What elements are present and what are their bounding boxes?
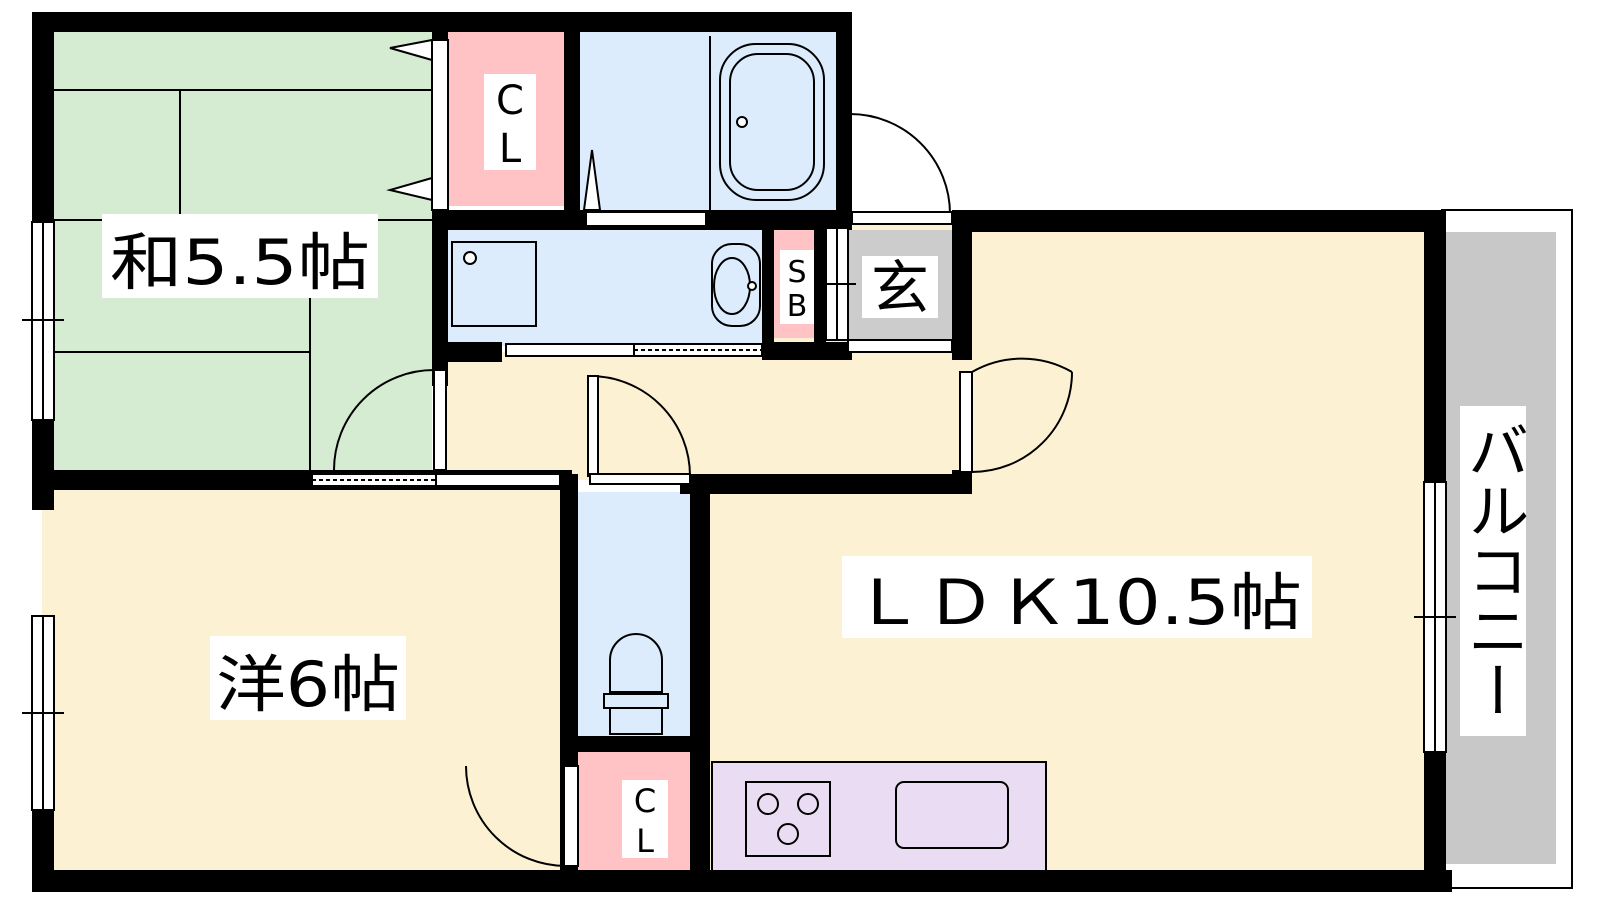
door-swings	[333, 113, 1073, 867]
windows	[22, 221, 1456, 811]
washitsu-label: 和5.5帖	[110, 226, 370, 299]
shoebox-label-b: B	[787, 289, 808, 324]
shoebox-label-s: S	[787, 255, 806, 290]
toilet	[603, 633, 669, 735]
sliding-doors	[311, 38, 953, 487]
balcony-label: バルコニー	[1457, 420, 1530, 720]
closet-top-label-c: C	[496, 78, 524, 124]
genkan-label: 玄	[871, 254, 929, 322]
sink	[895, 781, 1009, 849]
walls	[32, 12, 1452, 892]
hallway	[440, 352, 960, 480]
bathtub	[582, 36, 825, 211]
closet-bottom-label-l: L	[636, 822, 654, 860]
yoshitsu-label: 洋6帖	[216, 648, 400, 721]
ldk-label: ＬＤＫ10.5帖	[852, 566, 1302, 639]
closet-top-label-l: L	[499, 126, 522, 172]
closet-bottom-label-c: C	[634, 782, 656, 820]
washroom-fixtures	[451, 241, 761, 327]
stove	[745, 781, 831, 857]
